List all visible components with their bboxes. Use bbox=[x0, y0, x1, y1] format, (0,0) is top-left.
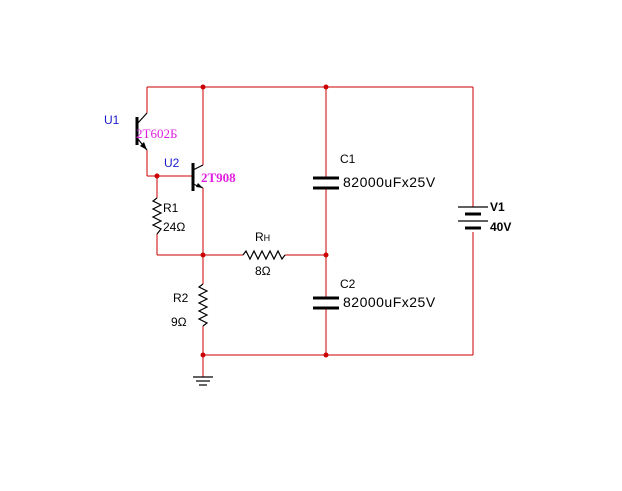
rh-ref-main: R bbox=[255, 230, 264, 244]
u2-ref-label: U2 bbox=[164, 156, 180, 170]
v1-value-label: 40V bbox=[490, 220, 511, 234]
u1-ref-label: U1 bbox=[104, 113, 120, 127]
resistor-r1[interactable]: R1 24Ω bbox=[151, 197, 185, 235]
wires bbox=[146, 86, 474, 377]
junctions bbox=[154, 84, 329, 358]
resistor-rh[interactable]: RH 8Ω bbox=[242, 230, 286, 278]
u1-part-label: 2T602Б bbox=[136, 126, 177, 141]
r2-ref-label: R2 bbox=[173, 291, 189, 305]
u2-collector-lead bbox=[192, 164, 204, 171]
r2-zigzag bbox=[197, 283, 209, 327]
junction-dot bbox=[323, 252, 329, 258]
c2-value-label: 82000uFx25V bbox=[343, 294, 436, 310]
ground-icon bbox=[193, 376, 213, 386]
u2-emitter-arrow bbox=[196, 183, 203, 188]
u1-emitter-arrow bbox=[140, 142, 147, 150]
junction-dot bbox=[323, 352, 329, 358]
rh-ref-sub: H bbox=[264, 233, 271, 243]
transistor-u2[interactable]: U2 2T908 bbox=[164, 156, 236, 191]
r2-value-label: 9Ω bbox=[171, 315, 187, 329]
r1-ref-label: R1 bbox=[163, 201, 179, 215]
junction-dot bbox=[200, 84, 206, 90]
r1-value-label: 24Ω bbox=[163, 220, 185, 234]
junction-dot bbox=[200, 352, 206, 358]
u1-collector-lead bbox=[136, 112, 148, 125]
junction-dot bbox=[323, 84, 329, 90]
capacitor-c1[interactable]: C1 82000uFx25V bbox=[313, 152, 436, 190]
junction-dot bbox=[200, 252, 206, 258]
transistor-u1[interactable]: U1 2T602Б bbox=[104, 112, 177, 151]
capacitor-c2[interactable]: C2 82000uFx25V bbox=[313, 277, 436, 310]
v1-ref-label: V1 bbox=[490, 200, 505, 214]
rh-value-label: 8Ω bbox=[255, 264, 271, 278]
resistor-r2[interactable]: R2 9Ω bbox=[171, 283, 209, 329]
r1-zigzag bbox=[151, 197, 163, 235]
c2-ref-label: C2 bbox=[340, 277, 356, 291]
c1-value-label: 82000uFx25V bbox=[343, 174, 436, 190]
u2-part-label: 2T908 bbox=[201, 170, 236, 185]
rh-ref-label: RH bbox=[255, 230, 270, 244]
c1-ref-label: C1 bbox=[340, 152, 356, 166]
battery-v1[interactable]: V1 40V bbox=[458, 200, 511, 234]
junction-dot bbox=[154, 173, 160, 179]
rh-zigzag bbox=[242, 249, 286, 261]
